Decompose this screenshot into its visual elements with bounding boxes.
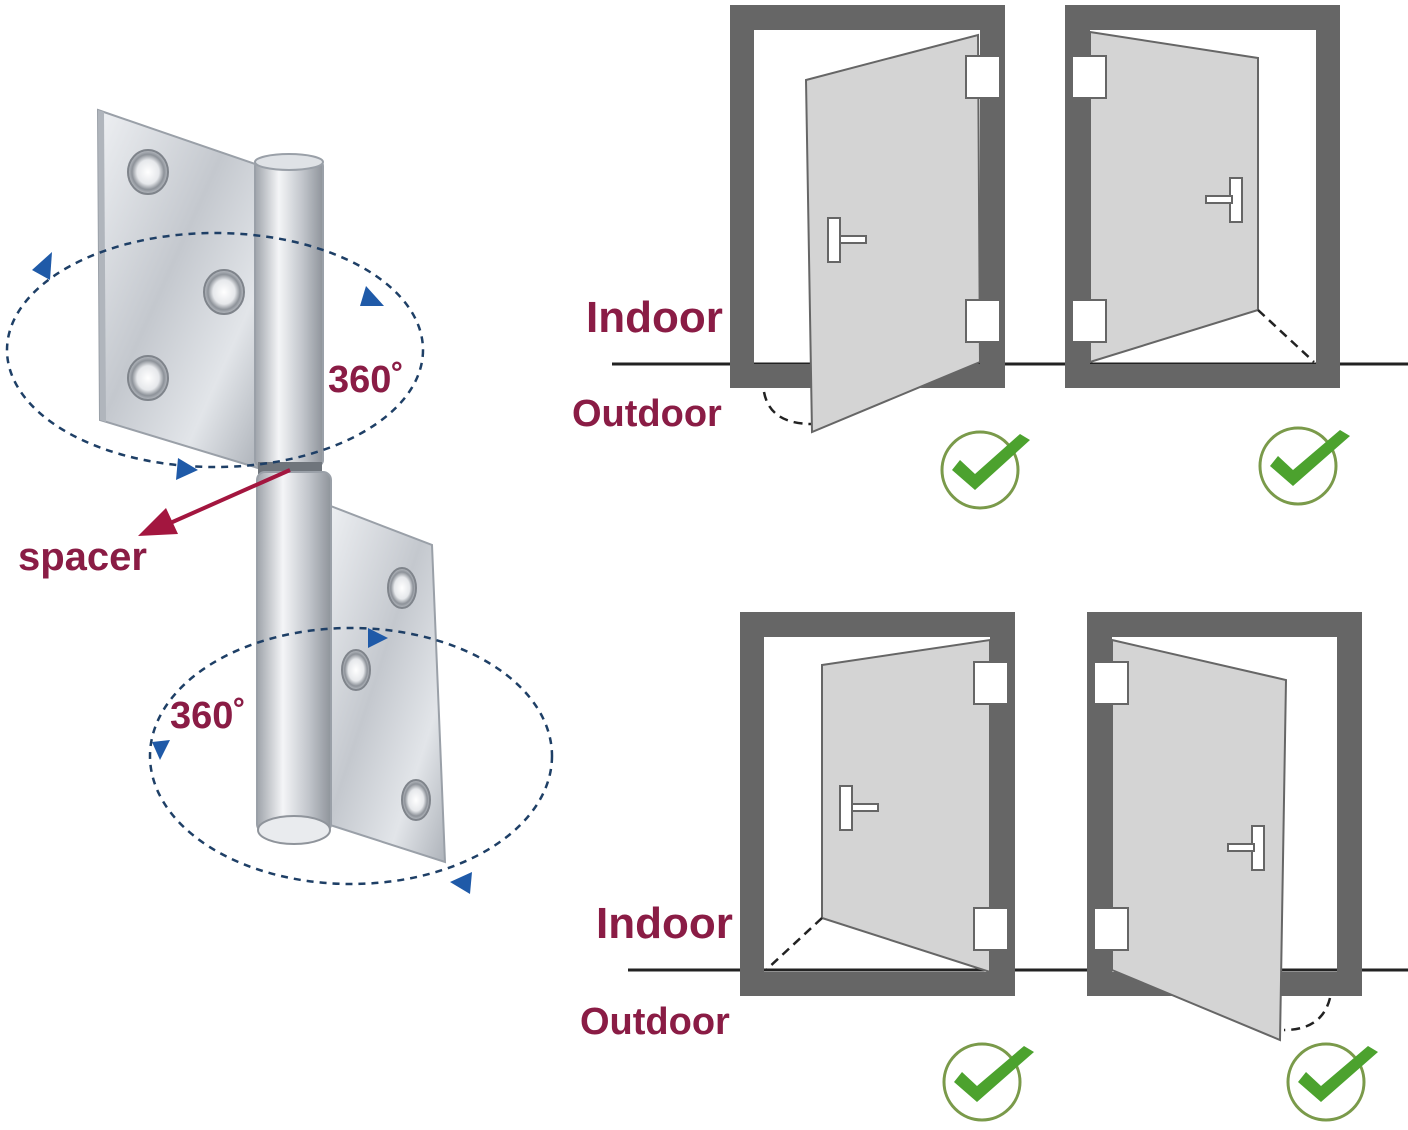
rotation-arrow-icon <box>450 872 472 894</box>
indoor-label: Indoor <box>586 293 723 342</box>
door-diagram-inward-right-hinge: Indoor Outdoor <box>580 612 1088 1122</box>
rotation-arc <box>148 626 554 886</box>
door-hinge <box>1093 661 1129 705</box>
screw-hole <box>387 567 417 609</box>
rotation-label-bottom: 360˚ <box>170 695 246 737</box>
rotation-arrow-icon <box>32 252 52 280</box>
door-diagram-outward-right-hinge: Indoor Outdoor <box>572 5 1050 510</box>
outdoor-label: Outdoor <box>580 1001 730 1043</box>
outdoor-label: Outdoor <box>572 393 722 435</box>
check-mark-icon <box>1286 1042 1378 1122</box>
knuckle-top-cap <box>254 153 324 171</box>
check-mark-icon <box>1258 426 1350 506</box>
upper-rotation-indicator: 360˚ <box>5 231 425 480</box>
door-leaf <box>804 33 982 434</box>
lift-off-hinge <box>96 108 447 864</box>
swing-path <box>765 917 823 971</box>
swing-path <box>1257 309 1315 363</box>
screw-hole <box>203 269 245 315</box>
upper-knuckle <box>254 159 324 467</box>
rotation-arrow-icon <box>176 458 198 480</box>
spacer-arrow-head-icon <box>138 508 178 536</box>
lower-pin <box>256 471 332 833</box>
screw-hole <box>127 355 169 401</box>
check-mark-icon <box>940 430 1030 510</box>
door-diagram-outward-left-hinge <box>1080 612 1408 1122</box>
door-hinge <box>1071 55 1107 99</box>
door-leaf <box>1111 638 1288 1042</box>
door-hinge <box>965 299 1001 343</box>
rotation-arrow-icon <box>360 286 384 306</box>
screw-hole <box>127 149 169 195</box>
door-hinge <box>973 907 1009 951</box>
lower-rotation-indicator: 360˚ <box>148 626 554 894</box>
spacer-arrow <box>167 468 291 526</box>
upper-leaf-edge <box>98 110 106 422</box>
door-hinge <box>973 661 1009 705</box>
door-handle-icon <box>1205 177 1243 223</box>
pin-bottom-cap <box>257 815 331 845</box>
swing-path <box>1283 997 1332 1032</box>
spacer-label: spacer <box>18 535 147 579</box>
swing-path <box>762 391 813 426</box>
door-diagram-inward-left-hinge <box>1045 5 1408 506</box>
door-hinge <box>965 55 1001 99</box>
door-hinge <box>1093 907 1129 951</box>
rotation-arrow-icon <box>152 740 170 760</box>
check-mark-icon <box>942 1042 1034 1122</box>
door-handle-icon <box>827 217 867 263</box>
screw-hole <box>401 779 431 821</box>
door-leaf <box>821 638 991 974</box>
rotation-arc <box>5 231 425 469</box>
rotation-arrow-icon <box>368 628 388 648</box>
door-hinge <box>1071 299 1107 343</box>
rotation-label-top: 360˚ <box>328 359 404 401</box>
screw-hole <box>341 649 371 691</box>
indoor-label: Indoor <box>596 899 733 948</box>
door-handle-icon <box>1227 825 1265 871</box>
spacer-callout: spacer <box>18 468 291 579</box>
door-handle-icon <box>839 785 879 831</box>
